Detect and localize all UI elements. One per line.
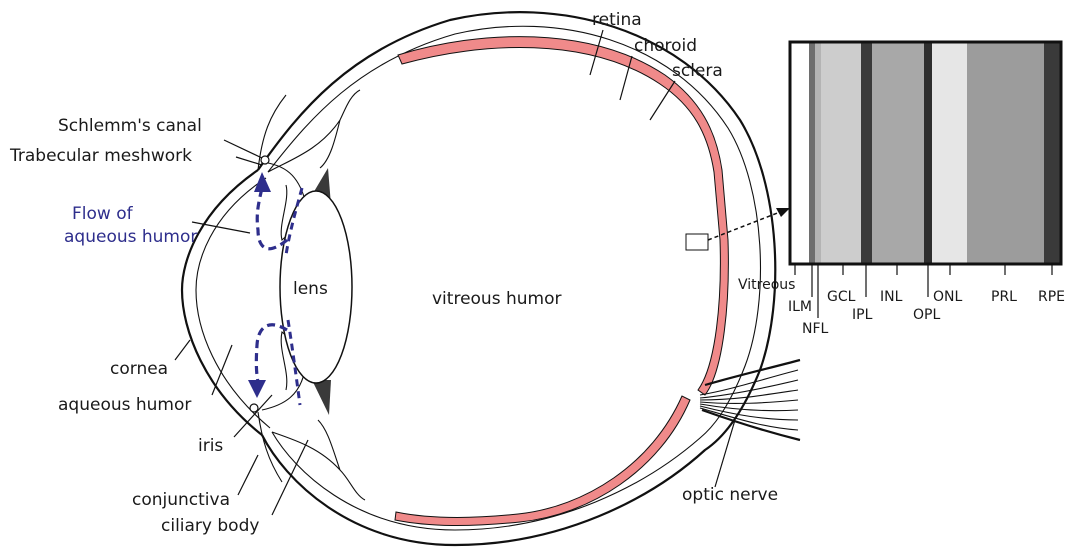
eyeball (182, 12, 775, 545)
choroid-lower (395, 396, 690, 526)
label-ciliary-body: ciliary body (161, 516, 259, 536)
label-rpe: RPE (1038, 289, 1065, 305)
label-gcl: GCL (827, 289, 856, 305)
label-inl: INL (880, 289, 903, 305)
label-onl: ONL (933, 289, 962, 305)
layer-ilm (809, 43, 815, 263)
layer-vitreous (792, 43, 809, 263)
schlemm-canal-upper (261, 156, 269, 164)
flow-arrow-lower-head (248, 380, 266, 398)
ciliary-body-lower (272, 420, 365, 500)
label-prl: PRL (991, 289, 1017, 305)
optic-nerve-fibers (700, 370, 798, 430)
label-aqueous-humor: aqueous humor (58, 395, 191, 415)
leader-lines (175, 30, 735, 515)
layer-inl (872, 43, 924, 263)
label-retina: retina (592, 10, 642, 30)
layer-opl (924, 43, 932, 263)
cornea-outline (182, 170, 262, 435)
label-ipl: IPL (852, 307, 873, 323)
iris-dark-lower (312, 380, 331, 415)
label-flow-line1: Flow of (72, 204, 134, 224)
label-flow-line2: aqueous humor (64, 227, 197, 247)
choroid-band (395, 37, 728, 526)
layer-rpe (1044, 43, 1060, 263)
anatomy-labels: retina choroid sclera Schlemm's canal Tr… (9, 10, 778, 536)
label-cornea: cornea (110, 359, 168, 379)
label-sclera: sclera (672, 61, 723, 81)
label-vitreous-humor: vitreous humor (432, 289, 561, 309)
schlemm-canal-lower (250, 404, 258, 412)
layer-prl (967, 43, 1044, 263)
label-vitreous: Vitreous (738, 277, 795, 293)
label-choroid: choroid (634, 36, 697, 56)
label-opl: OPL (913, 307, 940, 323)
label-trabecular-meshwork: Trabecular meshwork (9, 146, 192, 166)
label-ilm: ILM (788, 299, 812, 315)
retina-zoom-box (686, 234, 708, 250)
choroid-upper (398, 37, 728, 395)
layer-onl (932, 43, 967, 263)
label-nfl: NFL (802, 321, 829, 337)
label-iris: iris (198, 436, 223, 456)
label-optic-nerve: optic nerve (682, 485, 778, 505)
zoom-arrow-head (776, 208, 790, 217)
optic-nerve-outline-bottom (702, 410, 800, 440)
layer-nfl (815, 43, 821, 263)
flow-arrow-upper-head (254, 172, 271, 192)
optic-nerve-outline-top (705, 360, 800, 385)
layer-ipl (861, 43, 872, 263)
label-conjunctiva: conjunctiva (132, 490, 230, 510)
label-lens: lens (293, 279, 328, 299)
label-schlemms-canal: Schlemm's canal (58, 116, 202, 136)
retina-layers-inset: Vitreous ILM NFL GCL IPL INL OPL ONL PRL… (738, 42, 1065, 337)
layer-gcl (821, 43, 861, 263)
